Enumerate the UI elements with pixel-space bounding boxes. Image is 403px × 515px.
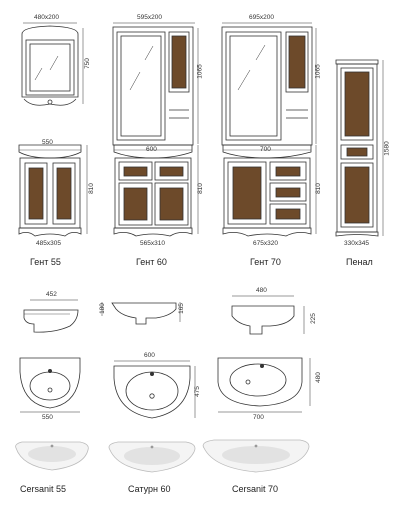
cersanit70-top: [217, 357, 311, 413]
cersanit55-side-width: 452: [46, 291, 57, 298]
cersanit70-side-width: 480: [256, 287, 267, 294]
penal-height: 1580: [383, 141, 391, 156]
saturn60-name: Сатурн 60: [128, 484, 171, 494]
saturn60-photo: [108, 441, 196, 473]
saturn60-side: [101, 302, 181, 325]
gent55-name: Гент 55: [30, 257, 61, 267]
gent70-cabinet-height: 810: [314, 183, 322, 194]
gent70-name: Гент 70: [250, 257, 281, 267]
gent55-cabinet-height: 810: [87, 183, 95, 194]
gent60-vanity: [113, 144, 199, 237]
gent70-vanity: [222, 144, 317, 237]
gent55-vanity: [18, 144, 88, 237]
gent55-mirror-height: 750: [83, 58, 91, 69]
gent70-basin-width: 700: [260, 146, 271, 153]
gent60-basin-width: 600: [146, 146, 157, 153]
gent55-cabinet-size: 485x305: [36, 240, 61, 247]
cersanit55-photo: [15, 441, 89, 471]
gent55-basin-width: 550: [42, 139, 53, 146]
cersanit70-top-width: 700: [253, 414, 264, 421]
cersanit55-name: Cersanit 55: [20, 484, 67, 494]
gent60-cabinet-size: 565x310: [140, 240, 165, 247]
gent70-mirror-size: 695x200: [249, 14, 274, 21]
saturn60-side-height: 165: [177, 303, 185, 314]
cersanit70-side: [231, 295, 305, 335]
saturn60-top: [113, 360, 196, 419]
cersanit55-top-width: 550: [42, 414, 53, 421]
gent60-cabinet-height: 810: [196, 183, 204, 194]
saturn60-side-depth: 180: [98, 303, 106, 314]
gent60-mirror-size: 595x200: [137, 14, 162, 21]
gent60-name: Гент 60: [136, 257, 167, 267]
gent70-mirror: [221, 22, 317, 146]
cersanit70-side-height: 225: [309, 313, 317, 324]
gent60-mirror: [112, 22, 199, 146]
gent55-mirror: [21, 22, 84, 106]
penal-name: Пенал: [346, 257, 373, 267]
gent60-mirror-height: 1065: [196, 64, 204, 79]
cersanit55-top: [19, 357, 81, 413]
saturn60-top-width: 600: [144, 352, 155, 359]
gent70-mirror-height: 1065: [314, 64, 322, 79]
cersanit70-photo: [202, 439, 310, 473]
saturn60-top-depth: 475: [193, 386, 201, 397]
penal-size: 330x345: [344, 240, 369, 247]
cersanit70-top-depth: 480: [314, 372, 322, 383]
gent70-cabinet-size: 675x320: [253, 240, 278, 247]
gent55-mirror-size: 480x200: [34, 14, 59, 21]
cersanit55-side: [23, 299, 79, 333]
cersanit70-name: Cersanit 70: [232, 484, 279, 494]
penal-cabinet: [335, 59, 384, 237]
